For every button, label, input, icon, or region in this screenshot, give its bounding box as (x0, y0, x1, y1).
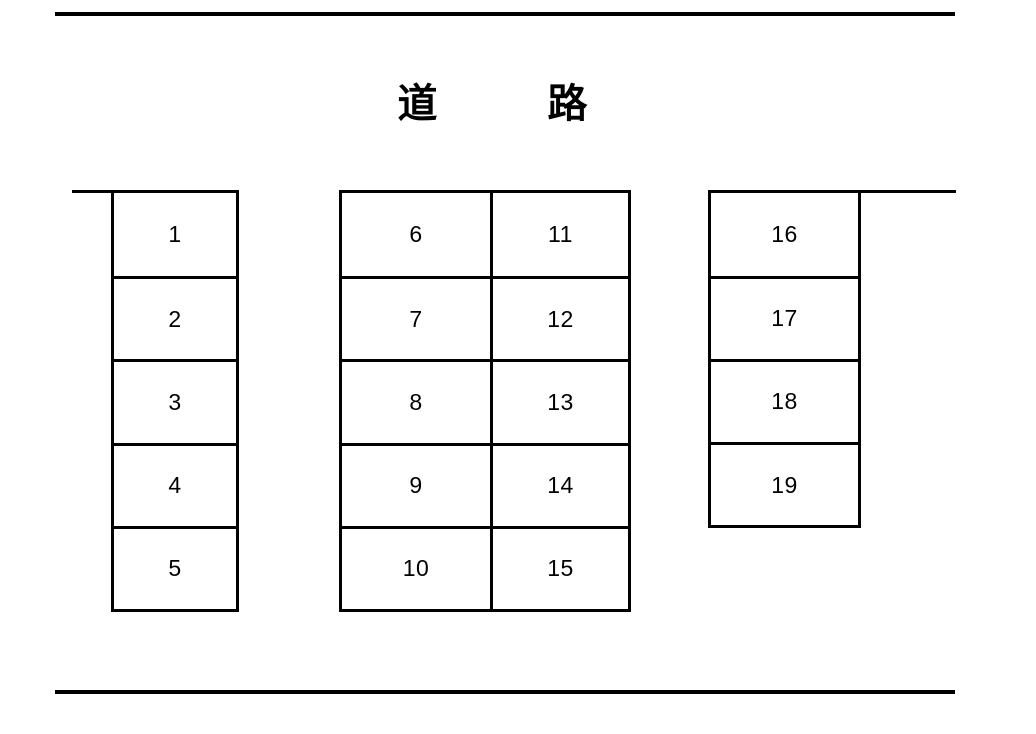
road-label-char-1: 道 (397, 81, 438, 127)
stall-4[interactable]: 4 (114, 442, 236, 526)
middle-block: 6 7 8 9 10 11 12 13 14 15 (339, 190, 631, 612)
left-block-column-1: 1 2 3 4 5 (114, 193, 236, 609)
stall-2[interactable]: 2 (114, 276, 236, 359)
stall-10[interactable]: 10 (342, 525, 490, 609)
middle-block-column-1: 6 7 8 9 10 (342, 193, 490, 609)
stall-18[interactable]: 18 (711, 358, 858, 442)
road-label: 道 路 (330, 78, 655, 130)
stall-8[interactable]: 8 (342, 359, 490, 442)
stall-14[interactable]: 14 (493, 442, 628, 526)
left-block-connector-line (72, 190, 114, 193)
stall-17[interactable]: 17 (711, 275, 858, 359)
stall-15[interactable]: 15 (493, 525, 628, 609)
right-block-connector-line (859, 190, 956, 193)
right-block-column-1: 16 17 18 19 (711, 193, 858, 525)
right-block: 16 17 18 19 (708, 190, 861, 528)
stall-3[interactable]: 3 (114, 359, 236, 442)
road-boundary-bottom-line (55, 690, 955, 694)
stall-5[interactable]: 5 (114, 525, 236, 609)
left-block: 1 2 3 4 5 (111, 190, 239, 612)
stall-12[interactable]: 12 (493, 276, 628, 359)
stall-19[interactable]: 19 (711, 442, 858, 525)
stall-9[interactable]: 9 (342, 442, 490, 526)
road-label-char-2: 路 (547, 81, 588, 127)
stall-13[interactable]: 13 (493, 359, 628, 442)
stall-16[interactable]: 16 (771, 220, 798, 247)
middle-block-column-2: 11 12 13 14 15 (490, 193, 628, 609)
road-boundary-top-line (55, 12, 955, 16)
stall-11[interactable]: 11 (548, 221, 573, 248)
stall-6[interactable]: 6 (409, 221, 423, 248)
stall-1[interactable]: 1 (168, 221, 182, 248)
stall-7[interactable]: 7 (342, 276, 490, 359)
